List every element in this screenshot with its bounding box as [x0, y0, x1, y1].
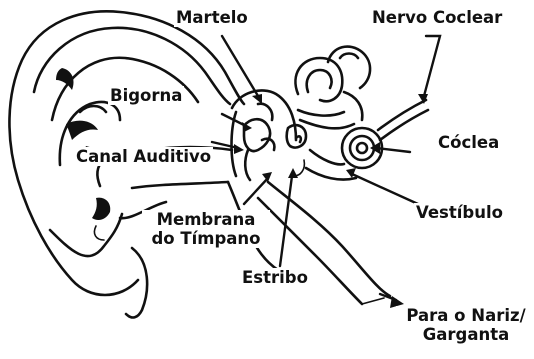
label-martelo: Martelo — [174, 8, 250, 27]
label-bigorna: Bigorna — [108, 86, 184, 105]
label-nariz-line2: Garganta — [398, 325, 534, 344]
label-membrana-line1: Membrana — [144, 210, 268, 229]
label-estribo: Estribo — [240, 268, 310, 287]
label-membrana-line2: do Tímpano — [144, 229, 268, 248]
label-vestibulo: Vestíbulo — [414, 203, 505, 222]
label-canal-auditivo: Canal Auditivo — [74, 147, 213, 166]
label-nariz-line1: Para o Nariz/ — [398, 306, 534, 325]
coclea-arrowhead — [370, 142, 380, 154]
inner-ear-drawing — [294, 47, 428, 180]
canal-auditivo-arrowhead — [234, 144, 244, 154]
membrana-arrowhead — [262, 172, 272, 182]
martelo-arrowhead — [252, 94, 262, 104]
estribo-arrowhead — [288, 168, 298, 178]
label-para-o-nariz-garganta: Para o Nariz/ Garganta — [396, 306, 534, 344]
label-nervo-coclear: Nervo Coclear — [370, 8, 504, 27]
vestibulo-arrowhead — [346, 168, 356, 178]
label-coclea: Cóclea — [436, 133, 501, 152]
label-membrana-do-timpano: Membrana do Tímpano — [142, 210, 270, 248]
